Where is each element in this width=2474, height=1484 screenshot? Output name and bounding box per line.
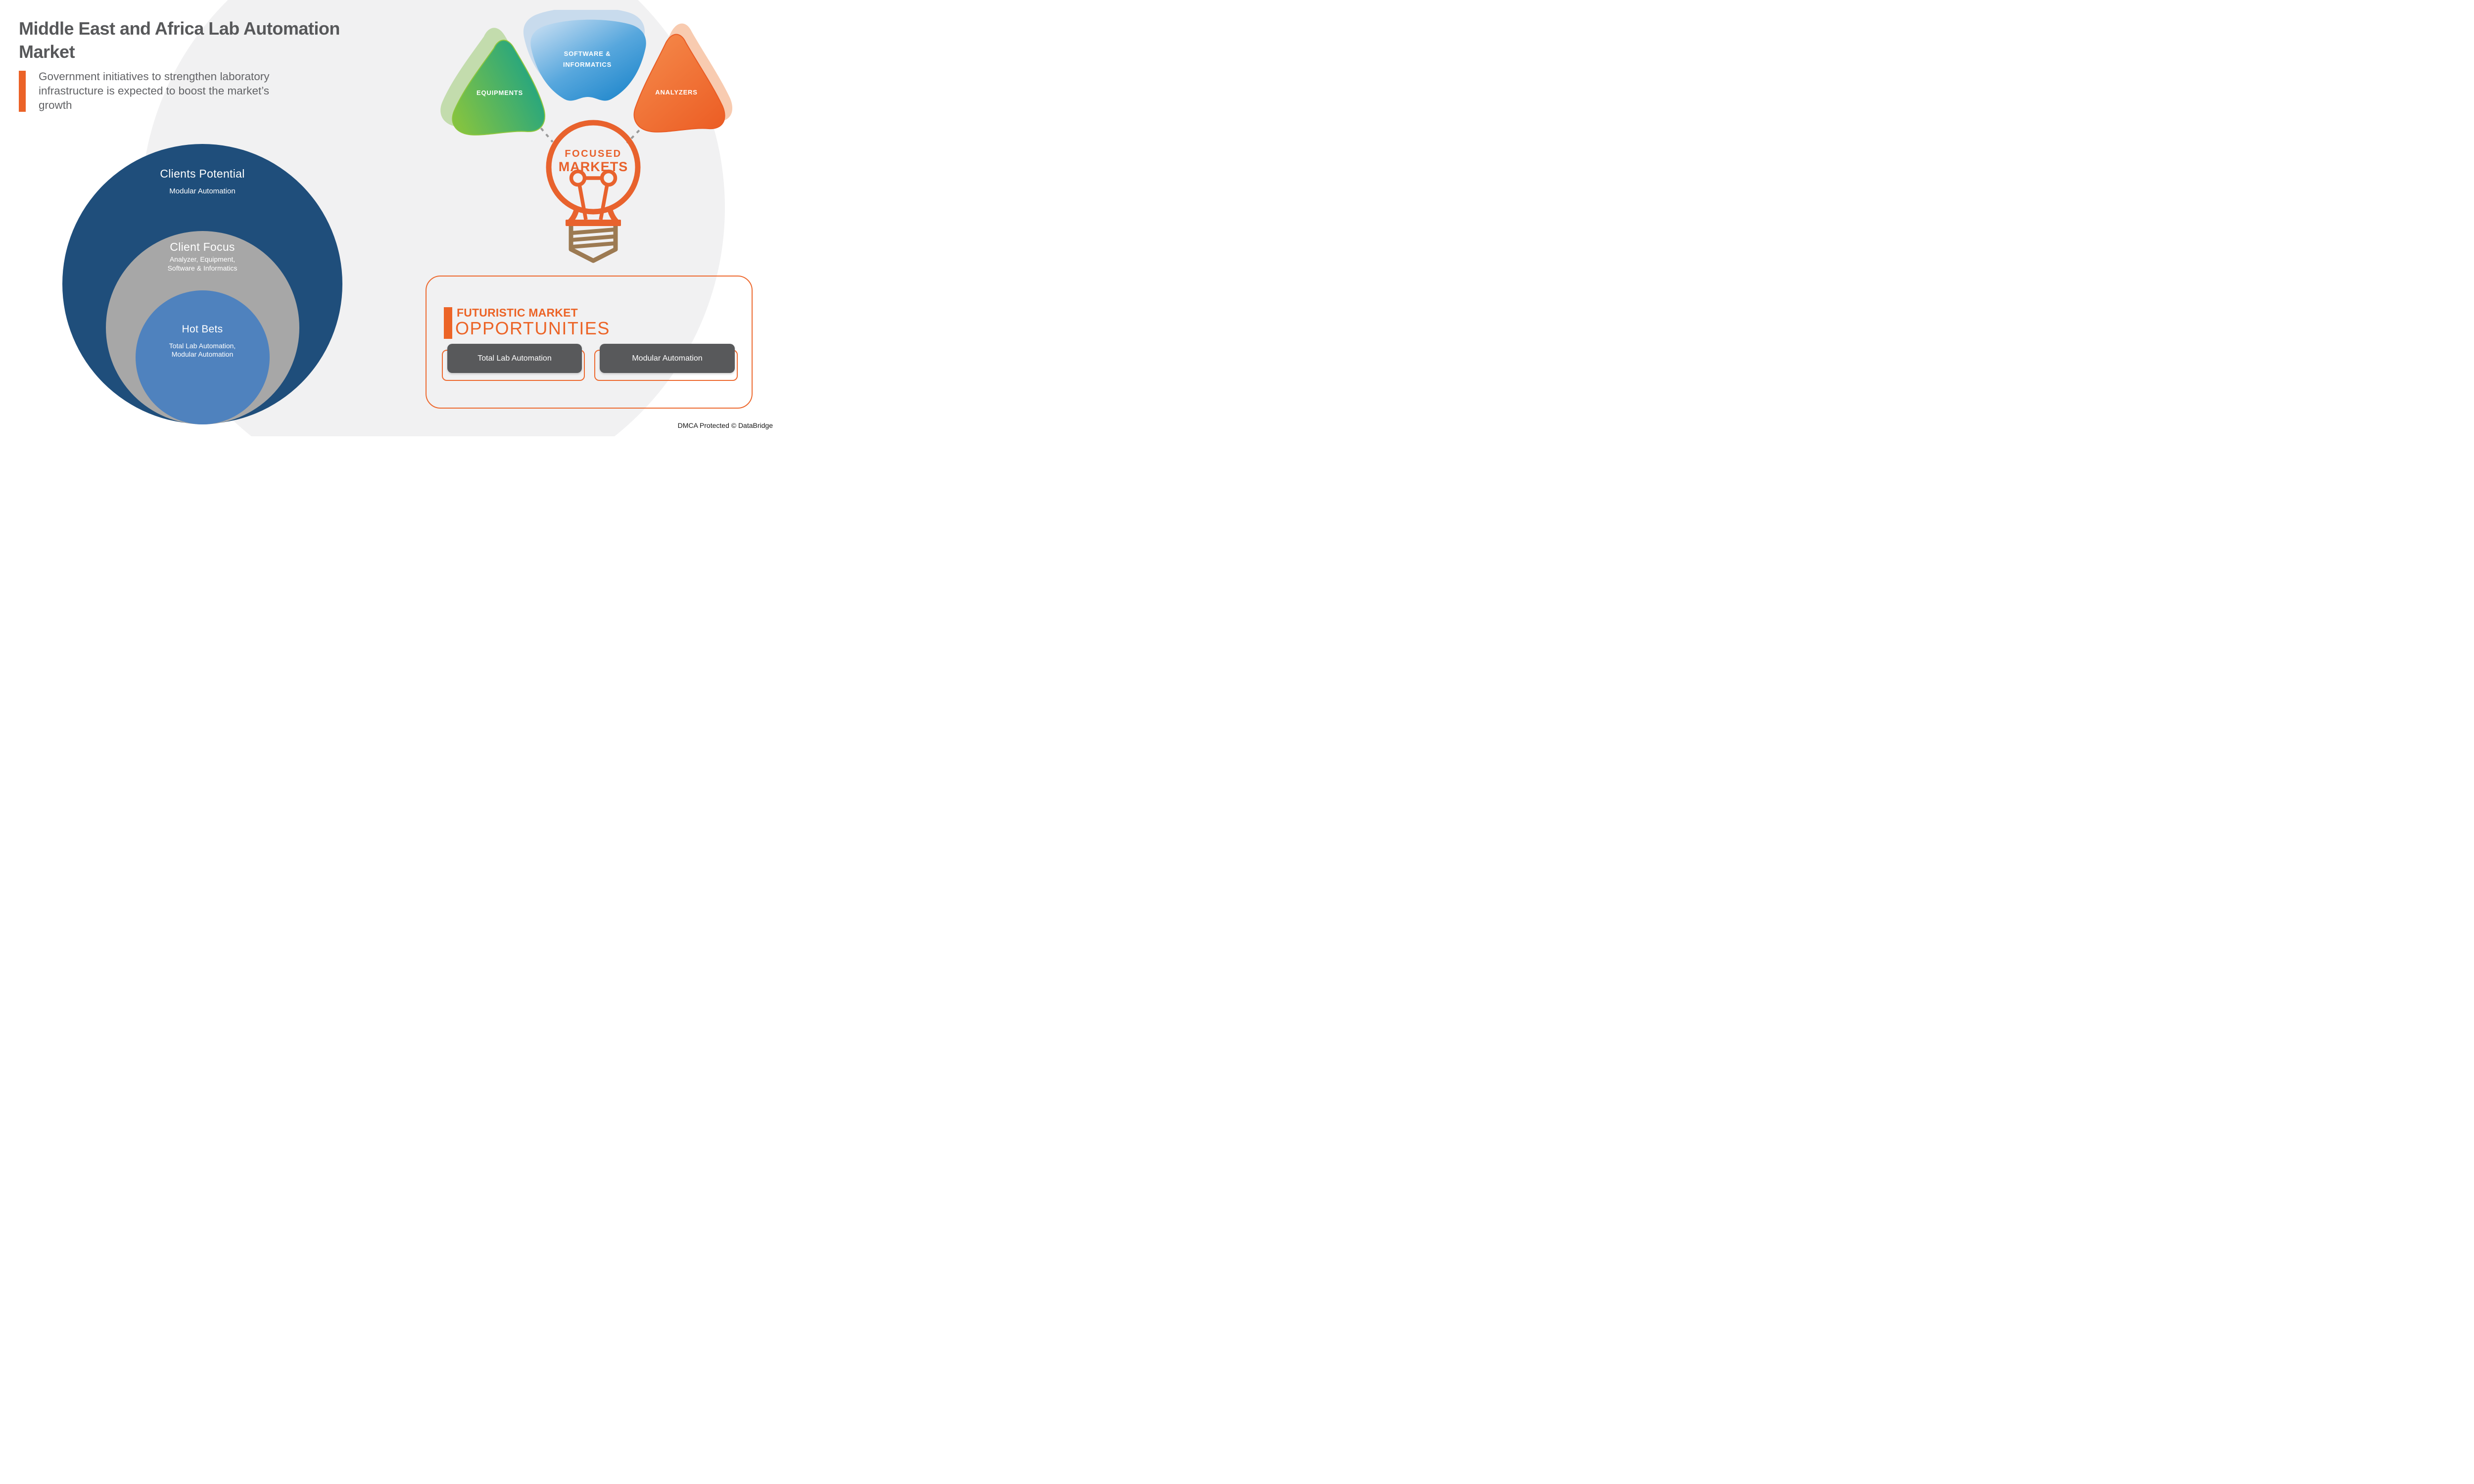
subtitle-line1: Government initiatives to strengthen lab…	[39, 70, 270, 83]
filament-leg-left	[577, 184, 588, 220]
filament-leg-right	[599, 184, 609, 220]
page-title: Middle East and Africa Lab Automation Ma…	[19, 17, 340, 63]
header-accent-bar	[19, 71, 26, 112]
dmca-watermark: DMCA Protected © DataBridge	[677, 421, 773, 429]
infographic-canvas: Middle East and Africa Lab Automation Ma…	[0, 0, 776, 436]
hot-bets-sublabel: Total Lab Automation, Modular Automation	[113, 342, 291, 359]
hot-bets-sublabel-line1: Total Lab Automation,	[169, 342, 236, 350]
opportunity-button-total-lab-automation[interactable]: Total Lab Automation	[447, 344, 582, 373]
client-focus-sublabel-line1: Analyzer, Equipment,	[169, 255, 236, 263]
bulb-base-thread-1	[571, 228, 615, 235]
page-subtitle: Government initiatives to strengthen lab…	[39, 69, 270, 112]
bulb-glass	[546, 120, 641, 215]
focused-markets-line1: FOCUSED	[565, 148, 621, 159]
clients-potential-sublabel: Modular Automation	[169, 187, 236, 195]
subtitle-line3: growth	[39, 99, 72, 111]
hot-bets-label: Hot Bets	[182, 324, 223, 335]
opportunities-accent-bar	[444, 307, 452, 339]
segment-equipments	[452, 40, 545, 136]
analyzers-label: ANALYZERS	[655, 89, 697, 96]
client-focus-label: Client Focus	[170, 240, 235, 253]
opportunities-heading-line1: FUTURISTIC MARKET	[457, 306, 578, 319]
page-title-line2: Market	[19, 42, 75, 62]
bulb-collar	[566, 220, 621, 226]
page-title-line1: Middle East and Africa Lab Automation	[19, 18, 340, 39]
focused-markets-line2: MARKETS	[559, 159, 628, 174]
segment-software-informatics	[530, 19, 646, 101]
software-label-line1: SOFTWARE &	[564, 50, 611, 57]
hot-bets-sublabel-line2: Modular Automation	[171, 350, 234, 358]
opportunities-panel: FUTURISTIC MARKET OPPORTUNITIES Total La…	[426, 276, 753, 409]
lightbulb-icon: FOCUSED MARKETS	[546, 120, 641, 263]
client-focus-sublabel: Analyzer, Equipment, Software & Informat…	[113, 255, 291, 273]
bulb-base-thread-3	[571, 241, 615, 249]
opportunities-heading-line2: OPPORTUNITIES	[455, 318, 610, 338]
segment-analyzers	[633, 34, 725, 133]
bulb-base-outline	[569, 226, 618, 263]
software-label-line2: INFORMATICS	[563, 61, 612, 68]
equipments-label: EQUIPMENTS	[476, 89, 523, 96]
opportunity-button-modular-automation[interactable]: Modular Automation	[600, 344, 735, 373]
focused-markets-diagram: EQUIPMENTS SOFTWARE & INFORMATICS ANALYZ…	[440, 10, 733, 263]
clients-potential-label: Clients Potential	[160, 167, 245, 180]
client-focus-sublabel-line2: Software & Informatics	[167, 264, 238, 272]
circle-hot-bets	[136, 290, 270, 424]
subtitle-line2: infrastructure is expected to boost the …	[39, 85, 270, 97]
bulb-base-thread-2	[571, 234, 615, 242]
